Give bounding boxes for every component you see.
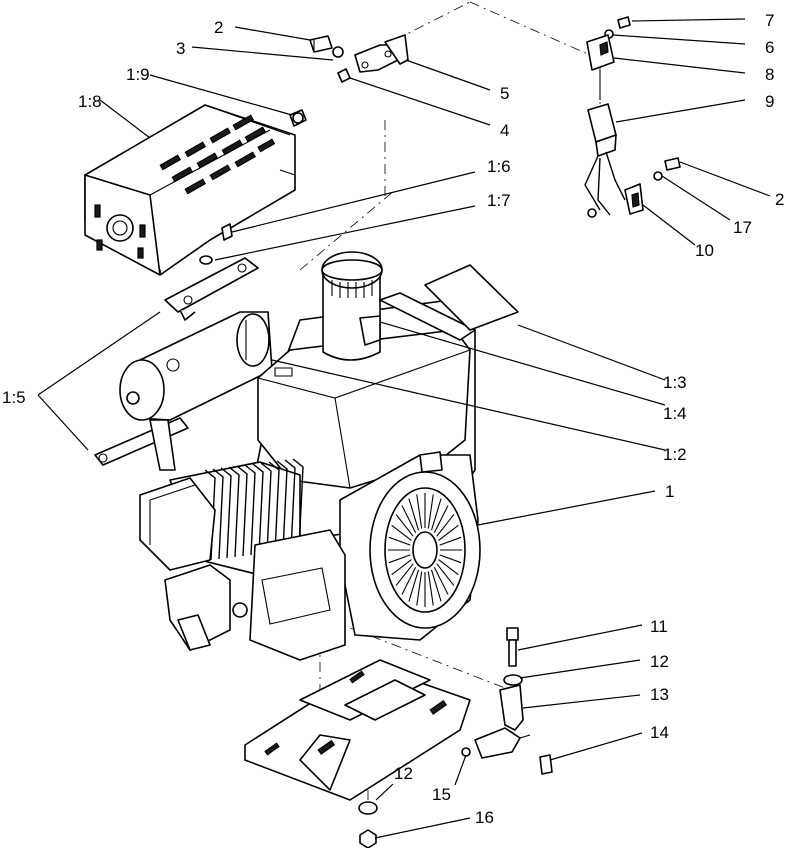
muffler-bracket-upper [164,257,259,321]
screen-slot [439,554,462,564]
engine-base-plate [244,659,471,801]
cylinder-fin [276,460,288,552]
callout-1-6: 1:6 [487,157,511,176]
callout-1-9: 1:9 [126,65,150,84]
callout-13: 13 [650,685,669,704]
mounting-bracket [354,34,409,73]
cylinder-fin [228,466,240,558]
screen-slot [416,494,423,529]
flywheel-screen-slots [388,493,462,607]
callout-2-top: 2 [214,18,223,37]
screen-slot [408,569,420,602]
callout-7: 7 [765,11,774,30]
cylinder-fin [236,465,248,557]
screen-slot [408,498,420,531]
shield-screw [289,109,307,127]
callout-15: 15 [432,785,451,804]
exhaust-pipe [149,419,176,471]
bolt-2-top [309,35,333,53]
nut-16 [359,829,377,848]
callout-11: 11 [650,617,668,636]
screen-slot [391,559,412,576]
muffler-shield [84,104,296,276]
callout-1-5: 1:5 [2,388,26,407]
leader-lines [37,18,771,839]
screen-slot [395,514,414,537]
washer-17 [653,171,663,181]
screen-slot [430,498,442,531]
callout-1-4: 1:4 [663,404,687,423]
screen-slot [439,536,462,546]
connector-9 [587,103,617,157]
bracket-13 [499,684,524,731]
screen-slot [416,571,423,606]
callout-14: 14 [650,723,669,742]
cylinder-fin [244,464,256,556]
sensor-15 [461,727,531,759]
callout-1: 1 [665,482,674,501]
callout-1-8: 1:8 [78,92,102,111]
cylinder-fin [292,458,304,550]
callout-4: 4 [500,121,509,140]
screen-slot [433,505,449,534]
callout-17: 17 [733,218,752,237]
screw-7 [617,16,631,29]
screen-slot [433,566,449,595]
washer-12-bottom [358,801,378,815]
callout-10: 10 [695,241,714,260]
washer-1-6 [221,223,233,241]
engine-body [139,251,519,661]
bolt-11 [506,627,519,667]
switch-assembly [584,16,681,218]
decal-1-3 [424,264,519,331]
callout-1-3: 1:3 [663,373,687,392]
muffler [119,311,273,421]
washer-12-right [503,674,523,686]
callout-16: 16 [475,808,494,827]
callout-9: 9 [765,92,774,111]
callout-1-7: 1:7 [487,191,511,210]
washer-1-7 [199,255,213,265]
nut-4 [337,68,351,83]
screw-2-right [664,157,681,171]
cylinder-fin [284,459,296,551]
cylinder-fin [220,467,232,559]
cylinder-fin [260,462,272,554]
callout-2-right: 2 [775,190,784,209]
cylinder-fin [252,463,264,555]
cylinder-head-cover [139,477,216,571]
blower-housing [249,529,346,661]
callout-5: 5 [500,84,509,103]
screen-slot [391,524,412,541]
wire-terminal-10 [624,183,644,215]
callout-8: 8 [765,65,774,84]
screen-slot [395,563,414,586]
callout-6: 6 [765,38,774,57]
washer-3 [332,46,344,58]
cylinder-fin [268,461,280,553]
callout-labels: 2 3 1:9 1:8 5 4 1:6 1:7 7 6 8 9 2 17 10 … [2,11,784,827]
screen-slot [438,524,459,541]
screen-slot [427,494,434,529]
screen-slot [436,563,455,586]
screen-slot [438,559,459,576]
cylinder-fin [212,468,224,560]
callout-12-bottom: 12 [394,764,413,783]
oil-fill-cap [321,251,383,361]
screen-slot [401,505,417,534]
shield-slots [159,114,276,195]
callout-12-right: 12 [650,652,669,671]
screen-slot [430,569,442,602]
flywheel-shroud [339,454,481,641]
screen-slot [388,554,411,564]
screen-slot [427,571,434,606]
screen-slot [401,566,417,595]
screen-slot [436,514,455,537]
callout-3: 3 [176,39,185,58]
callout-1-2: 1:2 [663,445,687,464]
screen-slot [388,536,411,546]
screw-14 [539,754,553,775]
